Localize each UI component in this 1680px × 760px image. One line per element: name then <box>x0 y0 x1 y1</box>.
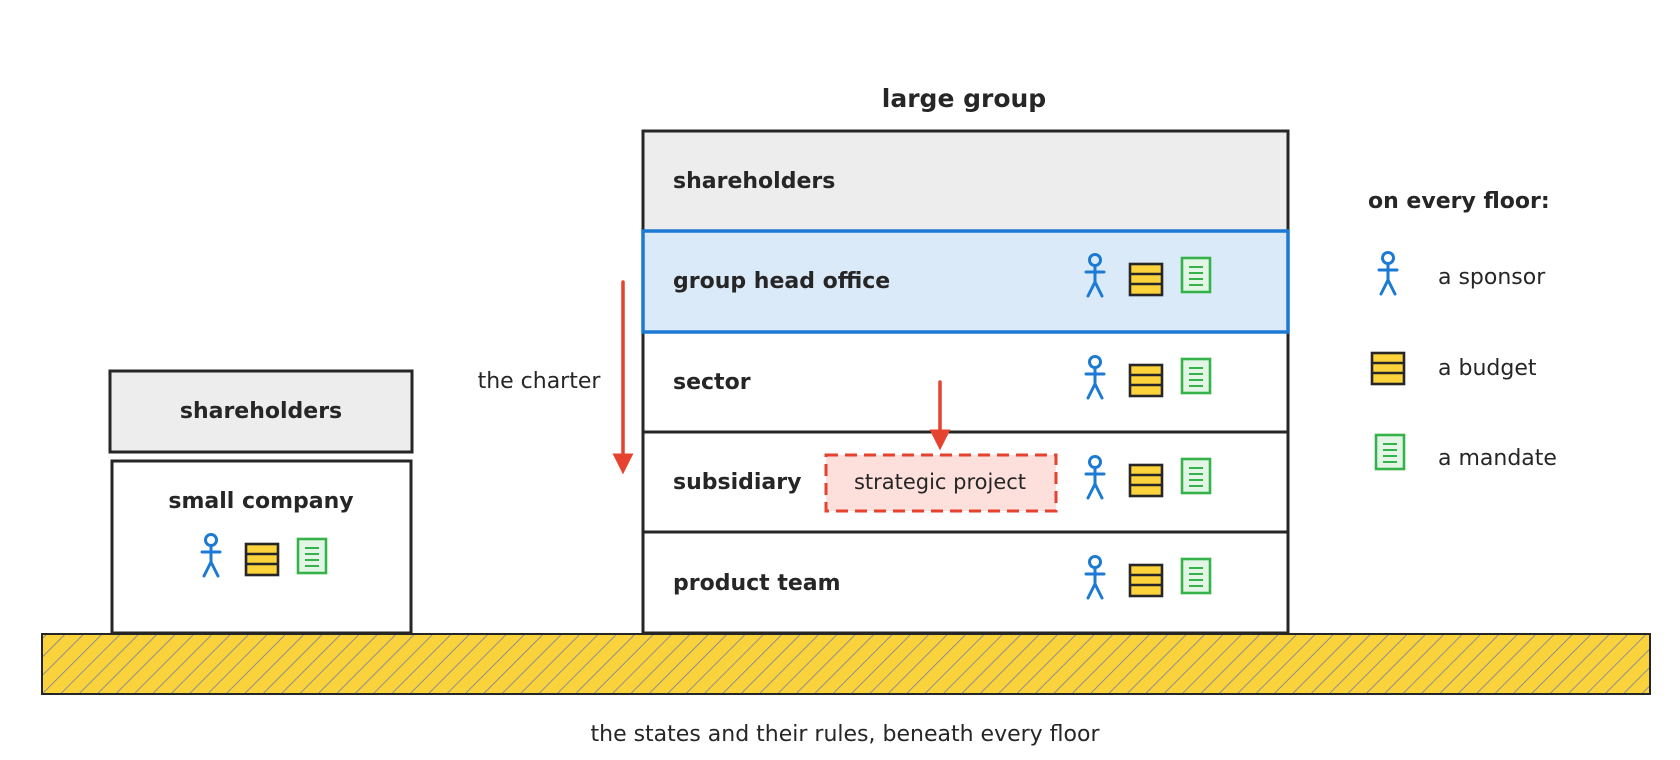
budget-icon <box>244 542 280 577</box>
document-icon <box>1180 357 1212 395</box>
budget-icon <box>1128 262 1164 297</box>
document-icon <box>1374 433 1406 471</box>
large-shareholders-box[interactable] <box>641 129 1290 233</box>
floor-sector-label: sector <box>673 370 751 395</box>
small-shareholders-label: shareholders <box>180 399 342 424</box>
document-icon <box>1180 557 1212 595</box>
charter-label: the charter <box>478 369 602 394</box>
legend-mandate-label: a mandate <box>1438 446 1557 471</box>
legend-budget-label: a budget <box>1438 356 1537 381</box>
large-shareholders-label: shareholders <box>673 169 835 194</box>
budget-icon <box>1370 351 1406 386</box>
large-group-building: shareholders sector subsidiary strategic… <box>641 129 1290 635</box>
large-group-title: large group <box>882 84 1046 113</box>
strategic-project-label: strategic project <box>854 470 1026 494</box>
ground-caption: the states and their rules, beneath ever… <box>591 722 1101 747</box>
floor-product-team-label: product team <box>673 571 841 596</box>
small-shareholders-box[interactable] <box>108 369 414 454</box>
floor-group-head-office[interactable] <box>641 229 1290 334</box>
legend: on every floor: a sponsor a budget a man… <box>1368 189 1557 471</box>
floor-sector[interactable] <box>641 330 1290 434</box>
document-icon <box>1180 256 1212 294</box>
legend-sponsor-label: a sponsor <box>1438 265 1546 290</box>
floor-head-office-label: group head office <box>673 269 890 294</box>
person-icon <box>1377 251 1399 296</box>
budget-icon <box>1128 363 1164 398</box>
ground-foundation <box>41 633 1651 695</box>
legend-title: on every floor: <box>1368 189 1550 214</box>
strategic-project-box[interactable] <box>824 453 1058 513</box>
small-company-building: shareholders small company <box>108 369 414 635</box>
document-icon <box>296 537 328 575</box>
budget-icon <box>1128 563 1164 598</box>
budget-icon <box>1128 463 1164 498</box>
document-icon <box>1180 457 1212 495</box>
floor-subsidiary-label: subsidiary <box>673 470 801 495</box>
small-company-label: small company <box>168 489 353 514</box>
